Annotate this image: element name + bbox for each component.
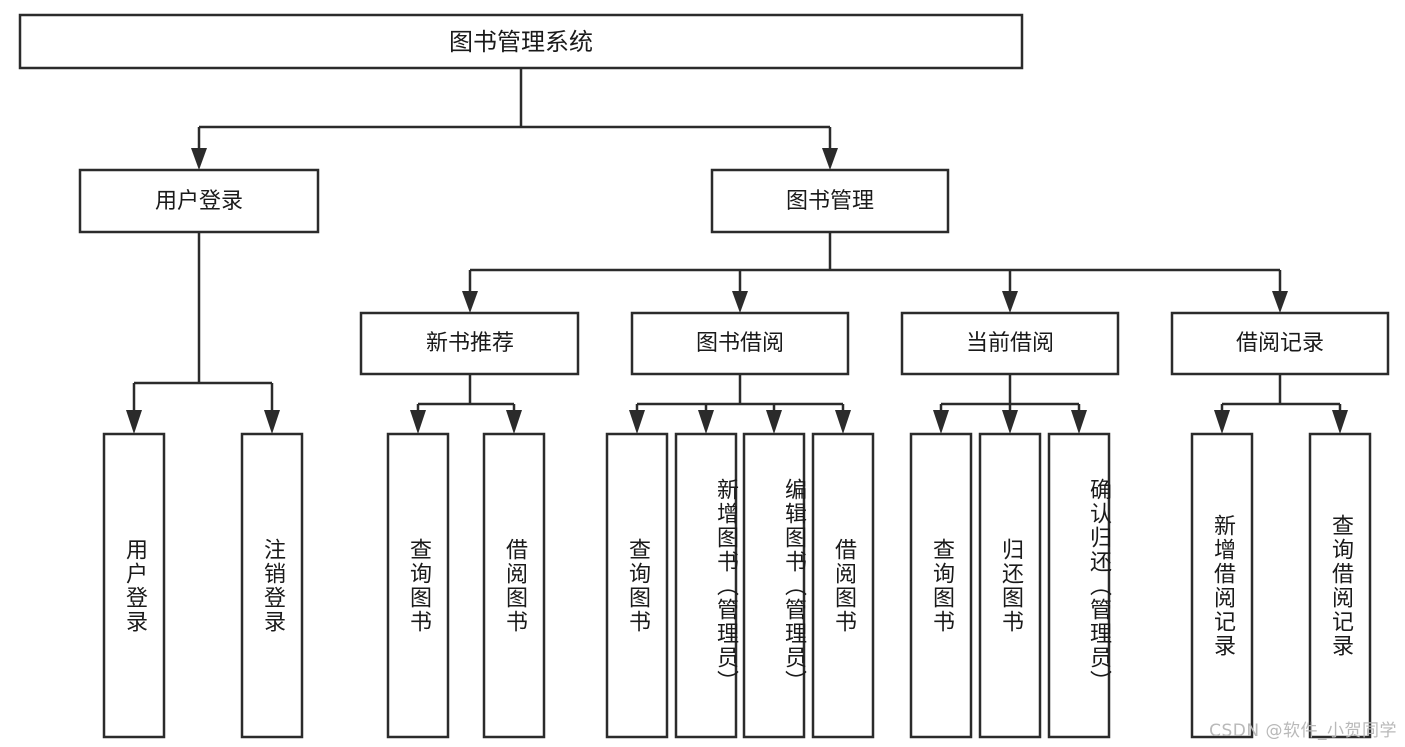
node-new-book-recommend-box[interactable] (359, 311, 580, 376)
node-user-login-box[interactable] (78, 168, 320, 234)
arrow-bb-to-leaf2 (698, 410, 714, 434)
node-borrow-record-box[interactable] (1170, 311, 1390, 376)
leaf-box-logout[interactable] (240, 432, 304, 739)
arrow-root-to-user-login (191, 148, 207, 170)
leaf-box-query-book-1[interactable] (386, 432, 450, 739)
node-new-book-recommend[interactable]: 新书推荐 (359, 311, 580, 376)
node-borrow-record-label: 借阅记录 (1236, 331, 1324, 356)
arrow-bm-to-record (1272, 291, 1288, 313)
connector-group-user-login (126, 232, 280, 434)
node-root-box[interactable] (18, 13, 1024, 70)
node-book-management-box[interactable] (710, 168, 950, 234)
connector-group-book-management (462, 232, 1288, 313)
leaf-box-user-login[interactable] (102, 432, 166, 739)
arrow-bm-to-recommend (462, 291, 478, 313)
node-current-borrow[interactable]: 当前借阅 (900, 311, 1120, 376)
node-root[interactable]: 图书管理系统 (18, 13, 1024, 70)
node-root-label: 图书管理系统 (449, 28, 593, 56)
connector-group-current-borrow (933, 374, 1087, 434)
arrow-bm-to-borrow (732, 291, 748, 313)
node-book-borrow-box[interactable] (630, 311, 850, 376)
leaf-box-query-record[interactable] (1308, 432, 1372, 739)
leaf-boxes (102, 432, 1372, 739)
node-book-management[interactable]: 图书管理 (710, 168, 950, 234)
node-current-borrow-label: 当前借阅 (966, 331, 1054, 356)
leaf-box-borrow-book-2[interactable] (811, 432, 875, 739)
arrow-cb-to-leaf2 (1002, 410, 1018, 434)
arrow-bb-to-leaf4 (835, 410, 851, 434)
connector-group-recommend (410, 374, 522, 434)
arrow-bm-to-current (1002, 291, 1018, 313)
connector-group-borrow-record (1214, 374, 1348, 434)
node-user-login-label: 用户登录 (155, 189, 243, 214)
leaf-box-add-record[interactable] (1190, 432, 1254, 739)
leaf-box-query-book-2[interactable] (605, 432, 669, 739)
node-new-book-recommend-label: 新书推荐 (426, 331, 514, 356)
leaf-box-return-book[interactable] (978, 432, 1042, 739)
arrow-ul-to-leaf1 (126, 410, 142, 434)
node-book-borrow[interactable]: 图书借阅 (630, 311, 850, 376)
leaf-box-query-book-3[interactable] (909, 432, 973, 739)
leaf-box-confirm-return[interactable] (1047, 432, 1111, 739)
leaf-box-borrow-book-1[interactable] (482, 432, 546, 739)
node-borrow-record[interactable]: 借阅记录 (1170, 311, 1390, 376)
arrow-br-to-leaf1 (1214, 410, 1230, 434)
leaf-box-edit-book[interactable] (742, 432, 806, 739)
node-current-borrow-box[interactable] (900, 311, 1120, 376)
arrow-nr-to-leaf2 (506, 410, 522, 434)
arrow-cb-to-leaf1 (933, 410, 949, 434)
csdn-watermark: CSDN @软件_小贺同学 (1209, 721, 1397, 741)
arrow-nr-to-leaf1 (410, 410, 426, 434)
arrow-bb-to-leaf3 (766, 410, 782, 434)
arrow-root-to-book-management (822, 148, 838, 170)
leaf-box-add-book[interactable] (674, 432, 738, 739)
arrow-bb-to-leaf1 (629, 410, 645, 434)
arrow-cb-to-leaf3 (1071, 410, 1087, 434)
node-user-login[interactable]: 用户登录 (78, 168, 320, 234)
node-book-management-label: 图书管理 (786, 189, 874, 214)
node-book-borrow-label: 图书借阅 (696, 331, 784, 356)
connector-group-root (191, 68, 838, 170)
arrow-br-to-leaf2 (1332, 410, 1348, 434)
connector-group-book-borrow (629, 374, 851, 434)
arrow-ul-to-leaf2 (264, 410, 280, 434)
